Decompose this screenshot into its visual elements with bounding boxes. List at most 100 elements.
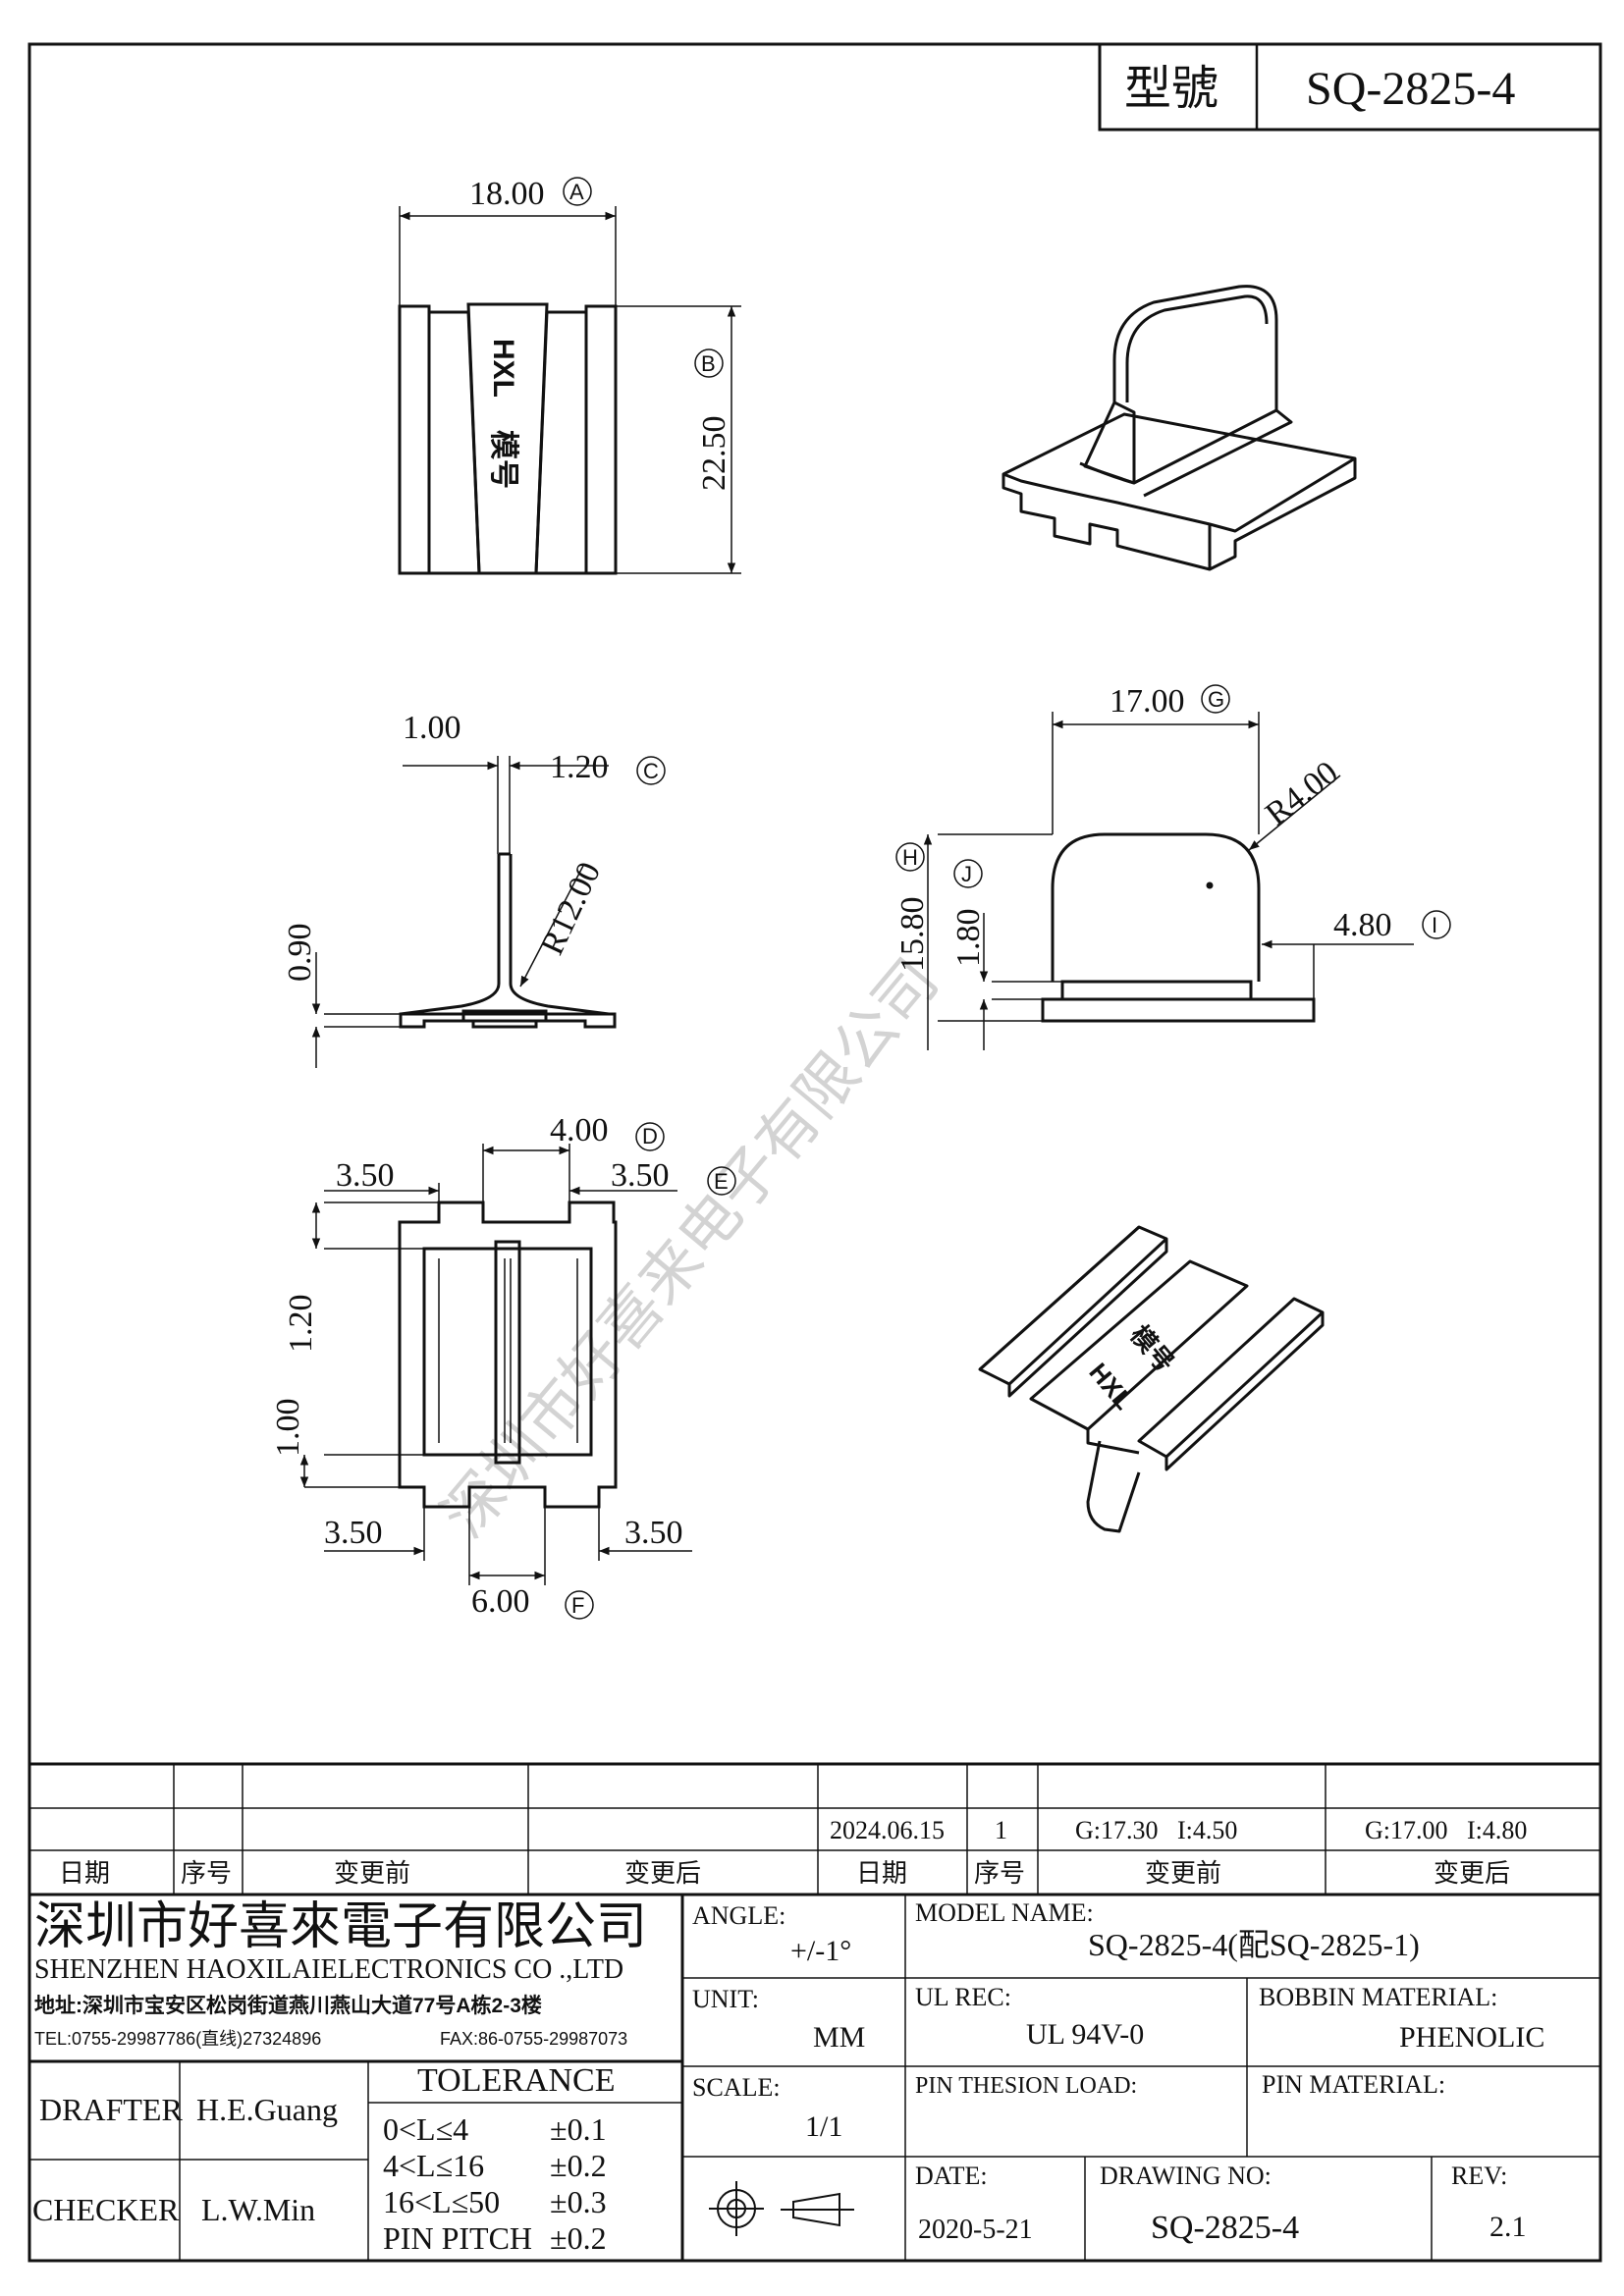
rev-header-date: 日期 <box>59 1858 110 1888</box>
checker-value: L.W.Min <box>201 2192 315 2227</box>
drafter-value: H.E.Guang <box>196 2092 338 2127</box>
dim-left-bottom: 3.50 <box>324 1515 383 1551</box>
dim-h-value: 15.80 <box>894 897 931 973</box>
tolerance-range: PIN PITCH <box>383 2220 532 2256</box>
dim-v2: 1.00 <box>270 1399 306 1458</box>
company-cn: 深圳市好喜來電子有限公司 <box>34 1898 647 1955</box>
tolerance-range: 16<L≤50 <box>383 2184 500 2219</box>
rev-value: 2.1 <box>1489 2211 1527 2243</box>
rev-header-before: 变更前 <box>334 1858 410 1888</box>
side-view <box>311 756 666 1068</box>
top-view-labels: 18.00 A 22.50 B HXL 模号 <box>469 176 732 491</box>
top-marking-mohao: 模号 <box>487 430 519 489</box>
dim-i-value: 4.80 <box>1333 907 1392 943</box>
dim-j-value: 1.80 <box>950 909 987 968</box>
tolerance-value: ±0.2 <box>550 2148 607 2183</box>
header-model-box: 型號 SQ-2825-4 <box>1098 42 1602 132</box>
rev-after2-value: G:17.00 I:4.80 <box>1365 1816 1527 1844</box>
rev-header-date2: 日期 <box>856 1858 907 1888</box>
revision-table-text: 2024.06.15 1 G:17.30 I:4.50 G:17.00 I:4.… <box>59 1816 1527 1888</box>
dim-g-tag: G <box>1208 687 1224 712</box>
tolerance-block: TOLERANCE 0<L≤4 ±0.1 4<L≤16 ±0.2 16<L≤50… <box>383 2062 615 2256</box>
checker-label: CHECKER <box>32 2192 180 2227</box>
tolerance-value: ±0.3 <box>550 2184 607 2219</box>
rev-header-seq: 序号 <box>181 1858 232 1888</box>
pin-tension-label: PIN THESION LOAD: <box>915 2073 1137 2099</box>
scale-label: SCALE: <box>692 2073 781 2102</box>
date-label: DATE: <box>915 2162 988 2190</box>
model-value: SQ-2825-4 <box>1306 63 1515 115</box>
rev-before2-value: G:17.30 I:4.50 <box>1075 1816 1237 1844</box>
company-address: 地址:深圳市宝安区松岗街道燕川燕山大道77号A栋2-3楼 <box>34 1994 542 2017</box>
top-view <box>398 177 741 575</box>
dim-base: 0.90 <box>282 924 318 983</box>
bottom-view-labels: 4.00 D 3.50 3.50 E 1.20 1.00 3.50 3.50 6… <box>270 1112 729 1620</box>
dim-radius-front: R4.00 <box>1259 755 1345 833</box>
model-name-value: SQ-2825-4(配SQ-2825-1) <box>1088 1927 1420 1962</box>
dim-d-value: 4.00 <box>550 1112 609 1148</box>
rev-header-before2: 变更前 <box>1145 1858 1221 1888</box>
projection-symbol <box>709 2181 854 2236</box>
dim-j-tag: J <box>961 862 972 886</box>
dim-d-tag: D <box>642 1124 658 1148</box>
dim-f-tag: F <box>571 1593 584 1618</box>
pin-material-label: PIN MATERIAL: <box>1262 2070 1445 2099</box>
rev-date2-value: 2024.06.15 <box>830 1816 945 1844</box>
company-en: SHENZHEN HAOXILAIELECTRONICS CO .,LTD <box>34 1954 623 1985</box>
unit-value: MM <box>813 2021 865 2054</box>
sheet-border <box>27 42 1602 2263</box>
angle-label: ANGLE: <box>692 1901 785 1930</box>
tolerance-range: 0<L≤4 <box>383 2111 468 2147</box>
dim-a-tag: A <box>569 180 584 204</box>
model-name-label: MODEL NAME: <box>915 1898 1094 1927</box>
bottom-view <box>299 1122 736 1620</box>
dim-b-tag: B <box>701 351 716 376</box>
model-label: 型號 <box>1124 63 1218 115</box>
ul-label: UL REC: <box>915 1983 1011 2011</box>
side-view-labels: 1.00 1.20 C 0.90 R12.00 <box>282 710 659 982</box>
iso-flipped-labels: HXL 模号 <box>1083 1320 1179 1415</box>
title-block-grid <box>29 1895 1600 2261</box>
unit-label: UNIT: <box>692 1985 759 2013</box>
front-view <box>895 684 1451 1050</box>
ul-value: UL 94V-0 <box>1026 2018 1144 2051</box>
iso-view-flipped <box>978 1225 1325 1533</box>
scale-value: 1/1 <box>805 2110 842 2143</box>
rev-label: REV: <box>1451 2162 1507 2190</box>
drawing-no-label: DRAWING NO: <box>1100 2162 1272 2190</box>
front-view-labels: 17.00 G R4.00 4.80 I 15.80 H 1.80 J <box>894 683 1437 972</box>
iso-marking-mohao: 模号 <box>1124 1320 1179 1378</box>
dim-i-tag: I <box>1432 913 1437 937</box>
tolerance-title: TOLERANCE <box>417 2062 615 2099</box>
dim-h-tag: H <box>902 845 918 870</box>
rev-header-after: 变更后 <box>624 1858 701 1888</box>
dim-f-value: 6.00 <box>471 1583 530 1620</box>
rev-header-seq2: 序号 <box>974 1858 1025 1888</box>
revision-table <box>29 1762 1600 1896</box>
rev-seq2-value: 1 <box>995 1816 1007 1844</box>
bobbin-value: PHENOLIC <box>1399 2021 1544 2054</box>
date-value: 2020-5-21 <box>918 2215 1033 2245</box>
rev-header-after2: 变更后 <box>1434 1858 1510 1888</box>
top-marking-hxl: HXL <box>487 339 519 398</box>
dim-radius-side: R12.00 <box>534 857 608 961</box>
dim-thickness: 1.00 <box>403 710 461 746</box>
bobbin-label: BOBBIN MATERIAL: <box>1259 1983 1497 2011</box>
company-fax: FAX:86-0755-29987073 <box>440 2029 627 2049</box>
dim-right-bottom: 3.50 <box>624 1515 683 1551</box>
dim-v1: 1.20 <box>283 1295 319 1354</box>
tolerance-range: 4<L≤16 <box>383 2148 484 2183</box>
dim-web: 1.20 <box>550 749 609 785</box>
company-tel: TEL:0755-29987786(直线)27324896 <box>34 2029 321 2049</box>
tolerance-value: ±0.2 <box>550 2220 607 2256</box>
dim-c-tag: C <box>643 759 659 783</box>
dim-g-value: 17.00 <box>1110 683 1185 720</box>
spec-block: ANGLE: +/-1° UNIT: MM SCALE: 1/1 MODEL N… <box>692 1898 1544 2246</box>
drafter-label: DRAFTER <box>39 2092 183 2127</box>
company-block: 深圳市好喜來電子有限公司 SHENZHEN HAOXILAIELECTRONIC… <box>34 1898 647 2049</box>
dim-e-tag: E <box>714 1169 729 1194</box>
people-block: DRAFTER H.E.Guang CHECKER L.W.Min <box>32 2092 338 2227</box>
dim-right-top: 3.50 <box>611 1157 670 1194</box>
drawing-no-value: SQ-2825-4 <box>1151 2210 1299 2246</box>
